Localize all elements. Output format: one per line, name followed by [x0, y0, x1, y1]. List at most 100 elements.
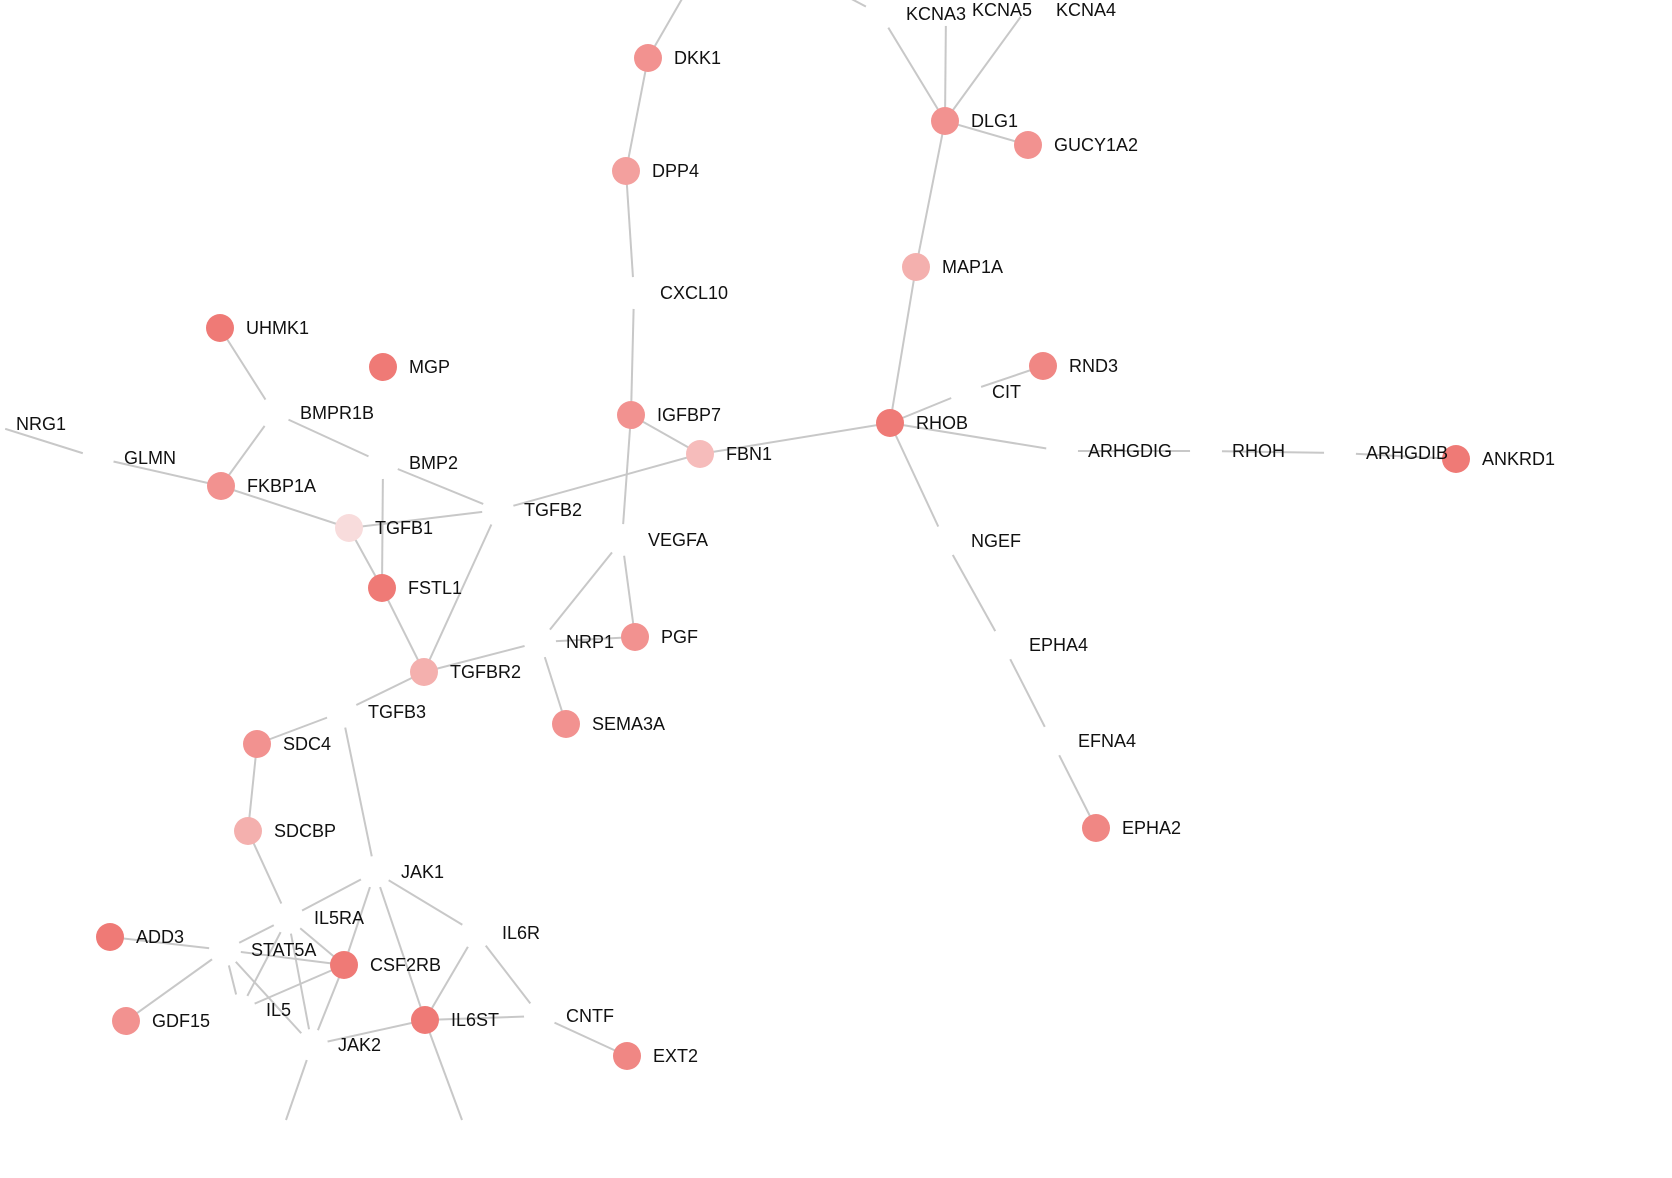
edge-cntf-il6st — [424, 1015, 541, 1021]
node-label: IL6ST — [451, 1010, 499, 1030]
node-label: EPHA2 — [1122, 818, 1181, 838]
node-add3[interactable] — [96, 923, 124, 951]
node-label: MAP1A — [942, 257, 1003, 277]
node-efna4[interactable] — [1036, 725, 1068, 757]
node-kcna3[interactable] — [864, 0, 896, 30]
edge-bmp2-bmpr1b — [273, 412, 384, 464]
edge-jak1-il5ra — [287, 871, 376, 919]
edge-tgfb3-jak1 — [341, 711, 376, 873]
node-vegfa[interactable] — [606, 524, 638, 556]
node-il5ra[interactable] — [272, 902, 304, 934]
node-map1a[interactable] — [902, 253, 930, 281]
edge-dkk1-offscreen — [647, 0, 683, 59]
node-sdc4[interactable] — [243, 730, 271, 758]
node-label: NRP1 — [566, 632, 614, 652]
edge-fbn1-rhob — [699, 422, 891, 455]
node-label: GLMN — [124, 448, 176, 468]
node-label: GDF15 — [152, 1011, 210, 1031]
node-nrg1[interactable] — [0, 408, 6, 440]
node-tgfb1[interactable] — [335, 514, 363, 542]
node-arhgdib[interactable] — [1324, 437, 1356, 469]
edge-arhgdib-ankrd1 — [1339, 452, 1457, 460]
node-pgf[interactable] — [621, 623, 649, 651]
node-fstl1[interactable] — [368, 574, 396, 602]
node-jak1[interactable] — [359, 856, 391, 888]
node-bmp2[interactable] — [367, 447, 399, 479]
node-csf2rb[interactable] — [330, 951, 358, 979]
node-rhoh[interactable] — [1190, 435, 1222, 467]
node-il6st[interactable] — [411, 1006, 439, 1034]
node-bmpr1b[interactable] — [258, 397, 290, 429]
node-fbn1[interactable] — [686, 440, 714, 468]
node-mgp[interactable] — [369, 353, 397, 381]
node-epha4[interactable] — [987, 629, 1019, 661]
node-gdf15[interactable] — [112, 1007, 140, 1035]
node-tgfb2[interactable] — [482, 494, 514, 526]
node-label: CNTF — [566, 1006, 614, 1026]
node-sema3a[interactable] — [552, 710, 580, 738]
node-label: MGP — [409, 357, 450, 377]
node-arhgdig[interactable] — [1046, 435, 1078, 467]
edge-cxcl10-igfbp7 — [630, 292, 635, 416]
node-epha2[interactable] — [1082, 814, 1110, 842]
node-label: ARHGDIG — [1088, 441, 1172, 461]
node-label: KCNA4 — [1056, 0, 1116, 20]
edge-bmpr1b-uhmk1 — [219, 327, 275, 414]
edge-bmp2-fstl1 — [381, 462, 384, 589]
node-tgfbr2[interactable] — [410, 658, 438, 686]
node-label: DKK1 — [674, 48, 721, 68]
edge-sdc4-sdcbp — [247, 743, 258, 832]
node-label: UHMK1 — [246, 318, 309, 338]
node-dlg1[interactable] — [931, 107, 959, 135]
node-igfbp7[interactable] — [617, 401, 645, 429]
edge-dlg1-kcna3 — [879, 13, 946, 122]
node-glmn[interactable] — [82, 442, 114, 474]
node-kcna5[interactable] — [930, 0, 962, 26]
node-nrp1[interactable] — [524, 626, 556, 658]
node-fkbp1a[interactable] — [207, 472, 235, 500]
node-il6r[interactable] — [460, 917, 492, 949]
node-rnd3[interactable] — [1029, 352, 1057, 380]
edge-dlg1-kcna4 — [944, 3, 1031, 122]
node-label: ARHGDIB — [1366, 443, 1448, 463]
node-ankrd1[interactable] — [1442, 445, 1470, 473]
node-ngef[interactable] — [929, 525, 961, 557]
node-label: TGFB2 — [524, 500, 582, 520]
node-gucy1a2[interactable] — [1014, 131, 1042, 159]
edge-jak1-il6st — [374, 871, 426, 1021]
edge-stat5a-gdf15 — [125, 949, 226, 1022]
node-cntf[interactable] — [524, 1000, 556, 1032]
node-label: PGF — [661, 627, 698, 647]
edge-rhob-arhgdig — [889, 422, 1063, 452]
node-label: IGFBP7 — [657, 405, 721, 425]
node-kcna4[interactable] — [1014, 0, 1046, 20]
node-sdcbp[interactable] — [234, 817, 262, 845]
edge-il6st-jak2 — [311, 1019, 426, 1046]
edge-nrp1-tgfbr2 — [423, 641, 541, 673]
node-dpp4[interactable] — [612, 157, 640, 185]
node-stat5a[interactable] — [209, 934, 241, 966]
edge-fkbp1a-tgfb1 — [220, 485, 350, 529]
edge-dlg1-map1a — [915, 120, 946, 268]
node-uhmk1[interactable] — [206, 314, 234, 342]
node-il5[interactable] — [224, 994, 256, 1026]
node-tgfb3[interactable] — [326, 696, 358, 728]
node-label: TGFB3 — [368, 702, 426, 722]
node-cxcl10[interactable] — [618, 277, 650, 309]
nodes-layer — [0, 0, 1470, 1070]
edge-vegfa-nrp1 — [539, 539, 623, 643]
node-rhob[interactable] — [876, 409, 904, 437]
node-cit[interactable] — [950, 376, 982, 408]
node-label: SEMA3A — [592, 714, 665, 734]
node-jak2[interactable] — [296, 1029, 328, 1061]
node-label: NGEF — [971, 531, 1021, 551]
edge-il6r-cntf — [475, 932, 541, 1017]
node-label: BMP2 — [409, 453, 458, 473]
node-dkk1[interactable] — [634, 44, 662, 72]
edge-stat5a-csf2rb — [224, 949, 345, 966]
node-label: DPP4 — [652, 161, 699, 181]
node-label: VEGFA — [648, 530, 708, 550]
node-ext2[interactable] — [613, 1042, 641, 1070]
edge-efna4-epha2 — [1051, 740, 1097, 829]
